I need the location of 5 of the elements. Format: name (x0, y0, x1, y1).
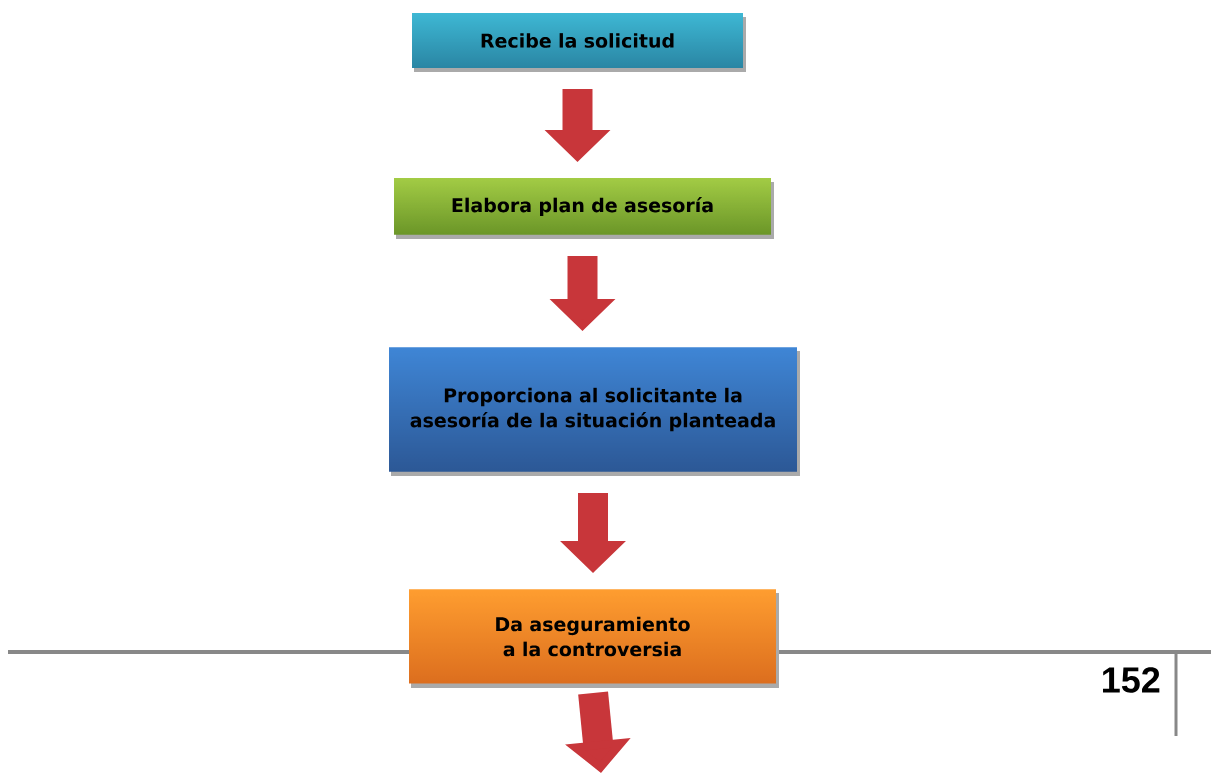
page-number: 152 (1103, 667, 1160, 693)
process-box: Proporciona al solicitante la asesoría de la situación planteada (389, 347, 800, 476)
process-box: Elabora plan de asesoría (394, 178, 774, 239)
process-box: Recibe la solicitud (412, 13, 746, 72)
process-box: Da aseguramiento a la controversia (409, 589, 779, 688)
